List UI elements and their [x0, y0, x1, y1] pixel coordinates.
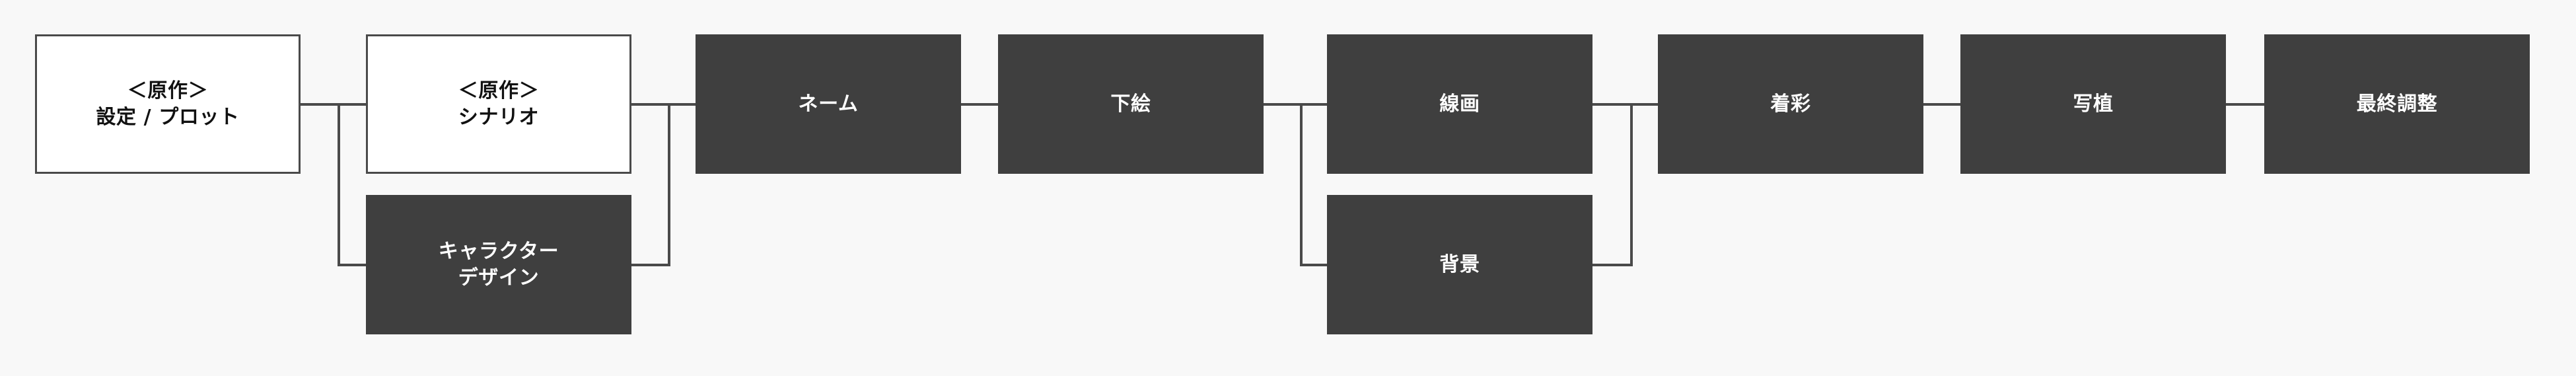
process-node-character-design[interactable]: キャラクター デザイン	[366, 195, 631, 334]
process-node-label: ＜原作＞ シナリオ	[458, 79, 540, 129]
process-node-chakusai[interactable]: 着彩	[1658, 34, 1923, 174]
connector-branch-vertical-left	[338, 104, 366, 266]
process-node-label: 写植	[2073, 92, 2114, 116]
process-node-gensaku-scenario[interactable]: ＜原作＞ シナリオ	[366, 34, 631, 174]
process-node-label: キャラクター デザイン	[438, 239, 559, 289]
process-node-gensaku-settei[interactable]: ＜原作＞ 設定 / プロット	[35, 34, 301, 174]
process-node-label: ＜原作＞ 設定 / プロット	[96, 79, 240, 129]
process-node-name[interactable]: ネーム	[696, 34, 961, 174]
process-node-label: 下絵	[1110, 92, 1151, 116]
process-node-shitae[interactable]: 下絵	[998, 34, 1264, 174]
process-node-senga[interactable]: 線画	[1327, 34, 1592, 174]
process-node-label: 背景	[1439, 252, 1480, 276]
connector-branch2-to-haikei	[1300, 104, 1327, 266]
process-node-label: 最終調整	[2356, 92, 2438, 116]
connector-chardesign-to-merge	[631, 104, 670, 266]
process-node-haikei[interactable]: 背景	[1327, 195, 1592, 334]
process-node-label: ネーム	[798, 92, 859, 116]
process-node-label: 線画	[1439, 92, 1480, 116]
process-node-saishu-chosei[interactable]: 最終調整	[2264, 34, 2530, 174]
process-node-label: 着彩	[1770, 92, 1811, 116]
connector-haikei-to-merge2	[1592, 104, 1633, 266]
process-node-shashoku[interactable]: 写植	[1960, 34, 2226, 174]
